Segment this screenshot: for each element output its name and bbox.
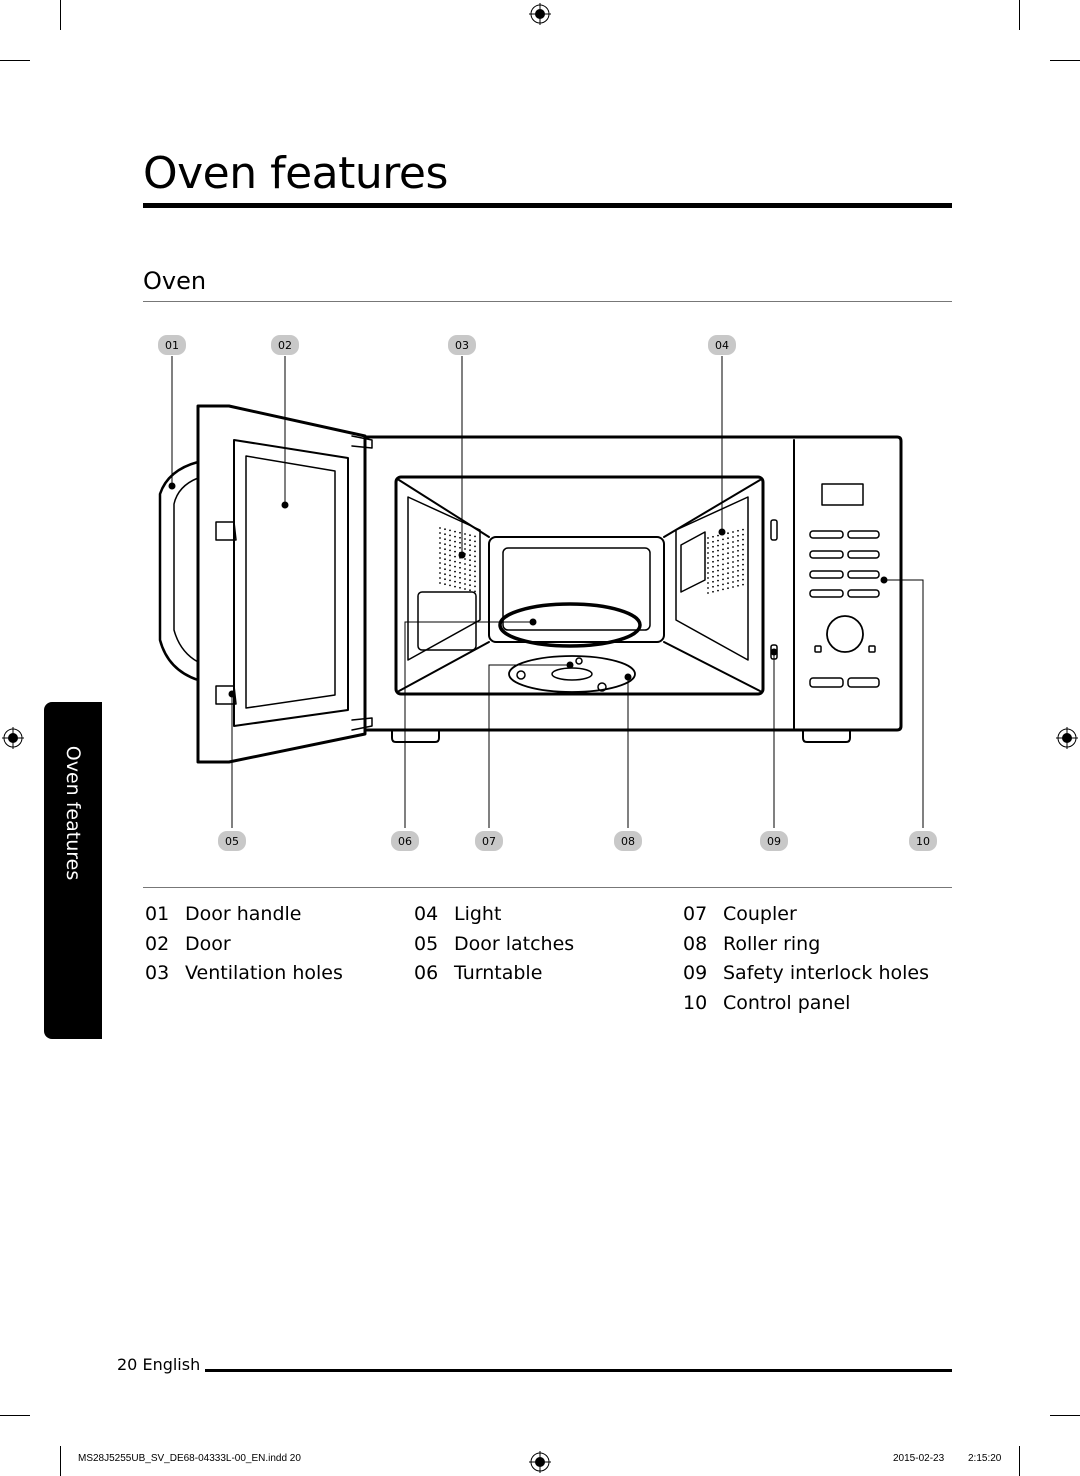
legend-number: 07 xyxy=(683,903,708,925)
control-buttons xyxy=(809,530,880,688)
legend-column-2: 04 Light 05 Door latches 06 Turntable xyxy=(414,900,574,989)
legend-label: Door handle xyxy=(185,903,302,925)
legend-label: Light xyxy=(454,903,502,925)
registration-mark-left-icon xyxy=(2,727,24,749)
legend-label: Turntable xyxy=(454,962,543,985)
legend-item: 01 Door handle xyxy=(145,900,343,930)
legend-column-1: 01 Door handle 02 Door 03 Ventilation holes xyxy=(145,900,343,989)
oven-diagram: 01 02 03 04 05 06 07 08 09 10 xyxy=(158,335,937,851)
legend-item: 09 Safety interlock holes xyxy=(683,959,929,989)
legend-label: Safety interlock holes xyxy=(723,962,930,985)
legend-item: 08 Roller ring xyxy=(683,930,929,960)
ventilation-holes-right xyxy=(707,528,744,594)
control-display xyxy=(821,483,864,506)
legend-number: 05 xyxy=(414,932,439,955)
legend-number: 02 xyxy=(145,932,170,955)
callout-05: 05 xyxy=(218,831,246,851)
oven-door xyxy=(196,404,367,764)
legend-label: Ventilation holes xyxy=(185,962,343,985)
slug-time: 2:15:20 xyxy=(968,1453,1002,1464)
legend-label: Door latches xyxy=(454,932,575,955)
svg-text:03: 03 xyxy=(455,339,469,352)
oven-foot-left xyxy=(391,729,440,743)
svg-text:02: 02 xyxy=(278,339,292,352)
callout-01: 01 xyxy=(158,335,186,355)
oven-cavity xyxy=(394,475,765,696)
section-title: Oven xyxy=(143,267,207,295)
legend-label: Door xyxy=(185,932,231,955)
registration-mark-top-icon xyxy=(529,3,551,25)
legend-rule xyxy=(143,887,952,888)
callout-10: 10 xyxy=(909,831,937,851)
svg-text:05: 05 xyxy=(225,835,239,848)
svg-text:04: 04 xyxy=(715,339,729,352)
interlock-slot-top xyxy=(770,519,778,541)
legend-number: 09 xyxy=(683,962,708,985)
chapter-side-tab: Oven features xyxy=(44,702,102,1039)
legend-item: 10 Control panel xyxy=(683,989,929,1019)
slug-date: 2015-02-23 xyxy=(893,1453,945,1464)
legend-number: 04 xyxy=(414,903,439,925)
page-language: English xyxy=(142,1355,201,1374)
legend-item: 04 Light xyxy=(414,900,574,930)
svg-text:10: 10 xyxy=(916,835,930,848)
footer-rule xyxy=(205,1369,952,1372)
callout-06: 06 xyxy=(391,831,419,851)
callout-02: 02 xyxy=(271,335,299,355)
legend-column-3: 07 Coupler 08 Roller ring 09 Safety interlo… xyxy=(683,900,929,1018)
svg-text:01: 01 xyxy=(165,339,179,352)
control-dial xyxy=(826,615,864,653)
legend-label: Control panel xyxy=(723,991,851,1014)
callout-08: 08 xyxy=(614,831,642,851)
legend-label: Coupler xyxy=(723,903,797,925)
legend-item: 02 Door xyxy=(145,930,343,960)
svg-text:06: 06 xyxy=(398,835,412,848)
slug-filename: MS28J5255UB_SV_DE68-04333L-00_EN.indd 20 xyxy=(78,1453,301,1464)
registration-mark-right-icon xyxy=(1056,727,1078,749)
legend-number: 01 xyxy=(145,903,170,925)
svg-text:09: 09 xyxy=(767,835,781,848)
legend-number: 10 xyxy=(683,991,708,1014)
legend-number: 08 xyxy=(683,932,708,955)
title-rule xyxy=(143,203,952,208)
svg-text:08: 08 xyxy=(621,835,635,848)
svg-text:07: 07 xyxy=(482,835,496,848)
page-title: Oven features xyxy=(143,148,448,199)
legend-item: 03 Ventilation holes xyxy=(145,959,343,989)
roller-ring xyxy=(508,655,636,693)
legend-item: 05 Door latches xyxy=(414,930,574,960)
legend-number: 03 xyxy=(145,962,170,985)
door-handle xyxy=(158,460,200,682)
page-footer: 20 English xyxy=(117,1354,200,1376)
oven-foot-right xyxy=(802,729,851,743)
callout-09: 09 xyxy=(760,831,788,851)
legend-item: 07 Coupler xyxy=(683,900,929,930)
callout-04: 04 xyxy=(708,335,736,355)
legend-label: Roller ring xyxy=(723,932,821,955)
turntable xyxy=(498,602,642,648)
section-rule xyxy=(143,301,952,302)
callout-07: 07 xyxy=(475,831,503,851)
registration-mark-bottom-icon xyxy=(529,1451,551,1473)
oven-cabinet xyxy=(363,435,903,732)
callout-03: 03 xyxy=(448,335,476,355)
ventilation-holes-left xyxy=(439,527,476,593)
page-number: 20 xyxy=(117,1355,138,1374)
legend-number: 06 xyxy=(414,962,439,985)
legend-item: 06 Turntable xyxy=(414,959,574,989)
